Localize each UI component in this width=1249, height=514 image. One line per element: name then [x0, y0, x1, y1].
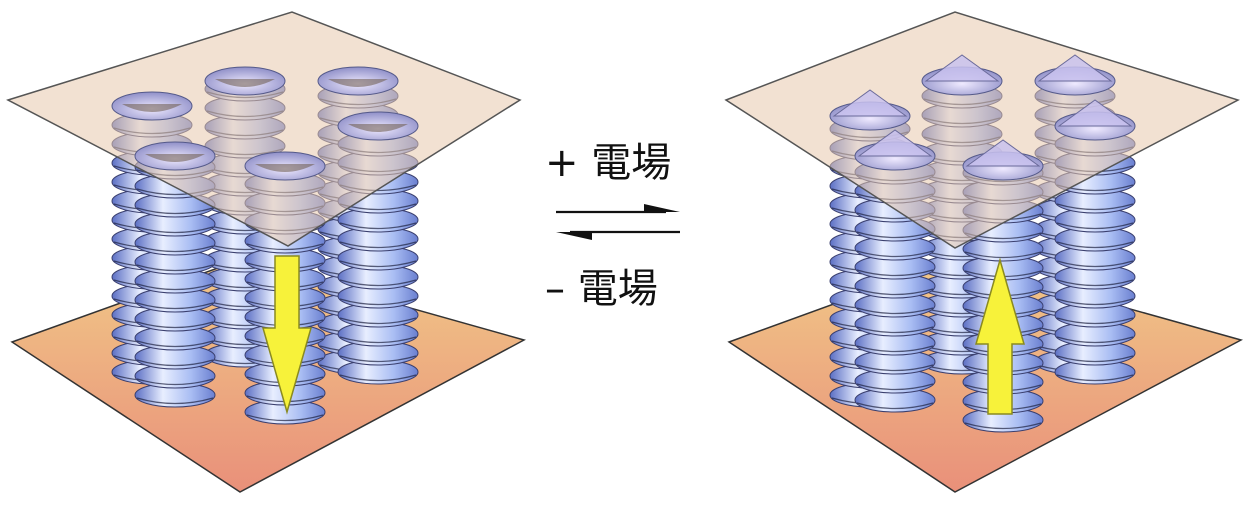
disc-groove [1056, 222, 1134, 230]
disc-groove [136, 321, 214, 329]
disc-groove [1056, 336, 1134, 344]
disc-groove [964, 251, 1042, 259]
disc-groove [856, 326, 934, 334]
disc-groove [856, 307, 934, 315]
field-switch-legend: + 電場 – 電場 [545, 140, 680, 312]
disc-groove [339, 222, 417, 230]
disc-groove [339, 298, 417, 306]
disc-groove [856, 269, 934, 277]
reverse-arrow [556, 230, 680, 240]
disc-groove [1056, 241, 1134, 249]
disc-groove [136, 283, 214, 291]
disc-groove [339, 260, 417, 268]
disc-groove [1056, 374, 1134, 382]
cap-concave-shading [255, 164, 315, 172]
negative-field-label: – 電場 [545, 266, 658, 312]
disc-groove [1056, 279, 1134, 287]
disc-groove [856, 250, 934, 258]
disc-groove [856, 345, 934, 353]
disc-groove [246, 243, 324, 251]
cap-concave-shading [145, 154, 205, 162]
disc-groove [1056, 355, 1134, 363]
disc-groove [856, 288, 934, 296]
disc-groove [246, 414, 324, 422]
disc-groove [339, 336, 417, 344]
right-caps [829, 54, 1136, 181]
disc-groove [136, 207, 214, 215]
cap-convex-cone [857, 129, 933, 157]
disc-groove [1056, 203, 1134, 211]
disc-groove [136, 359, 214, 367]
disc-groove [136, 226, 214, 234]
right-top-electrode [724, 11, 1240, 249]
cap-convex-cone [965, 139, 1041, 167]
right-columnar-assembly [724, 11, 1244, 493]
left-columnar-assembly [6, 11, 526, 493]
disc-groove [136, 378, 214, 386]
disc-groove [856, 231, 934, 239]
cap-convex-cone [832, 89, 908, 117]
forward-arrow [556, 204, 680, 214]
disc-groove [1056, 298, 1134, 306]
cap-concave-shading [348, 124, 408, 132]
disc-groove [339, 279, 417, 287]
disc-groove [136, 302, 214, 310]
cap-concave-shading [215, 79, 275, 87]
disc-groove [856, 383, 934, 391]
disc-groove [1056, 317, 1134, 325]
left-top-electrode [6, 11, 522, 247]
disc-groove [136, 245, 214, 253]
disc-groove [856, 402, 934, 410]
disc-groove [339, 241, 417, 249]
cap-concave-shading [122, 104, 182, 112]
disc-groove [339, 374, 417, 382]
cap-convex-cone [1037, 54, 1113, 82]
disc-groove [856, 364, 934, 372]
cap-convex-cone [1057, 99, 1133, 127]
right-dipole-arrow-up [975, 257, 1025, 415]
positive-field-label: + 電場 [545, 140, 671, 186]
cap-convex-cone [924, 54, 1000, 82]
left-caps [111, 66, 419, 181]
disc-groove [964, 422, 1042, 430]
disc-groove [136, 397, 214, 405]
disc-groove [136, 340, 214, 348]
disc-groove [339, 317, 417, 325]
left-dipole-arrow-down [262, 255, 312, 415]
disc-groove [1056, 260, 1134, 268]
cap-concave-shading [328, 79, 388, 87]
disc-groove [136, 264, 214, 272]
disc-groove [339, 355, 417, 363]
